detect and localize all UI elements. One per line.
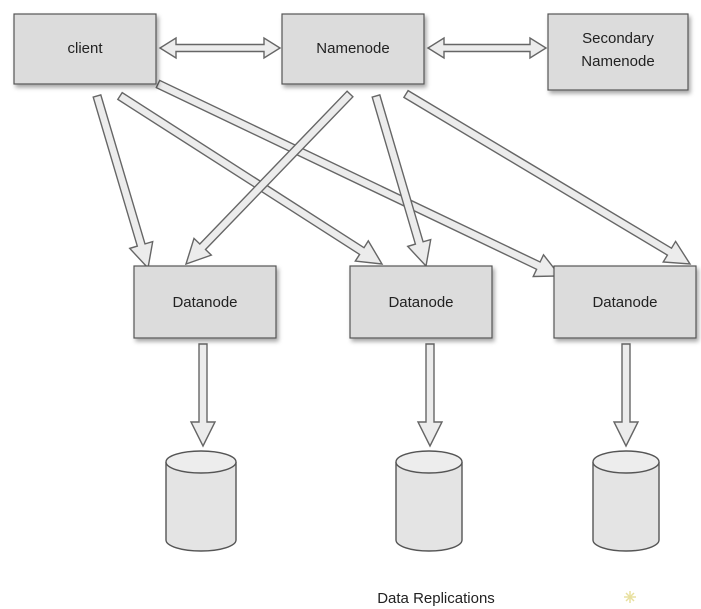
- storage-cylinder-1-top: [165, 450, 237, 474]
- storage-cylinder-2: [395, 450, 463, 552]
- storage-cylinder-1: [165, 450, 237, 552]
- datanode-2-label: Datanode: [388, 294, 453, 311]
- client-label: client: [67, 40, 103, 57]
- namenode-to-datanode1-arrow: [184, 90, 354, 266]
- storage-cylinder-3: [592, 450, 660, 552]
- sparkle-icon: [624, 591, 636, 603]
- namenode-to-datanode2-arrow: [371, 94, 432, 268]
- namenode-node: Namenode: [281, 13, 425, 85]
- arrow-layer: [92, 36, 692, 448]
- datanode-3: Datanode: [553, 265, 697, 339]
- client-node: client: [13, 13, 157, 85]
- secondary-namenode-label-line1: Secondary: [582, 30, 654, 47]
- datanode-1: Datanode: [133, 265, 277, 339]
- datanode-1-label: Datanode: [172, 294, 237, 311]
- namenode-box: [281, 13, 425, 85]
- secondary-namenode-box: [547, 13, 689, 91]
- datanode-2-box: [349, 265, 493, 339]
- datanode-2: Datanode: [349, 265, 493, 339]
- datanode2-to-storage-arrow: [416, 343, 444, 448]
- client-to-datanode2-arrow: [116, 91, 384, 265]
- client-to-datanode3-arrow: [155, 79, 562, 278]
- datanode1-to-storage-arrow: [189, 343, 217, 448]
- storage-cylinder-2-body: [395, 462, 463, 552]
- client-box: [13, 13, 157, 85]
- datanode-3-box: [553, 265, 697, 339]
- namenode-to-datanode3-arrow: [402, 89, 692, 265]
- datanode3-to-storage-arrow: [612, 343, 640, 448]
- client-to-datanode1-arrow: [92, 94, 154, 270]
- secondary-namenode-label-line2: Namenode: [581, 53, 654, 70]
- namenode-label: Namenode: [316, 40, 389, 57]
- diagram-caption: Data Replications: [377, 590, 495, 607]
- secondary-namenode-node: Secondary Namenode: [547, 13, 689, 91]
- storage-cylinder-3-body: [592, 462, 660, 552]
- client-namenode-arrow: [158, 36, 282, 60]
- storage-cylinder-1-body: [165, 462, 237, 552]
- storage-cylinder-2-top: [395, 450, 463, 474]
- namenode-secondary-arrow: [426, 36, 548, 60]
- datanode-1-box: [133, 265, 277, 339]
- datanode-3-label: Datanode: [592, 294, 657, 311]
- storage-cylinder-3-top: [592, 450, 660, 474]
